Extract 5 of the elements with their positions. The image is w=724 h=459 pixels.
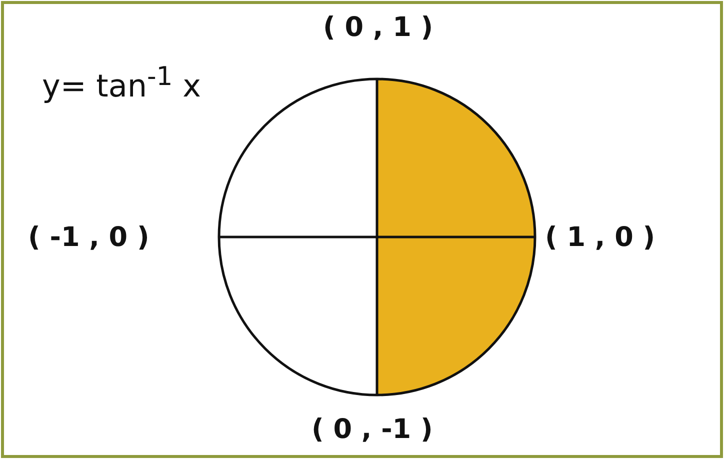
coordinate-label: ( -1 , 0 ) [28,222,150,253]
coordinate-label: ( 1 , 0 ) [545,222,656,253]
coordinate-label: ( 0 , 1 ) [323,12,434,43]
coordinate-label: ( 0 , -1 ) [312,414,433,445]
function-label: y= tan$^{-1}$ x [42,62,201,104]
